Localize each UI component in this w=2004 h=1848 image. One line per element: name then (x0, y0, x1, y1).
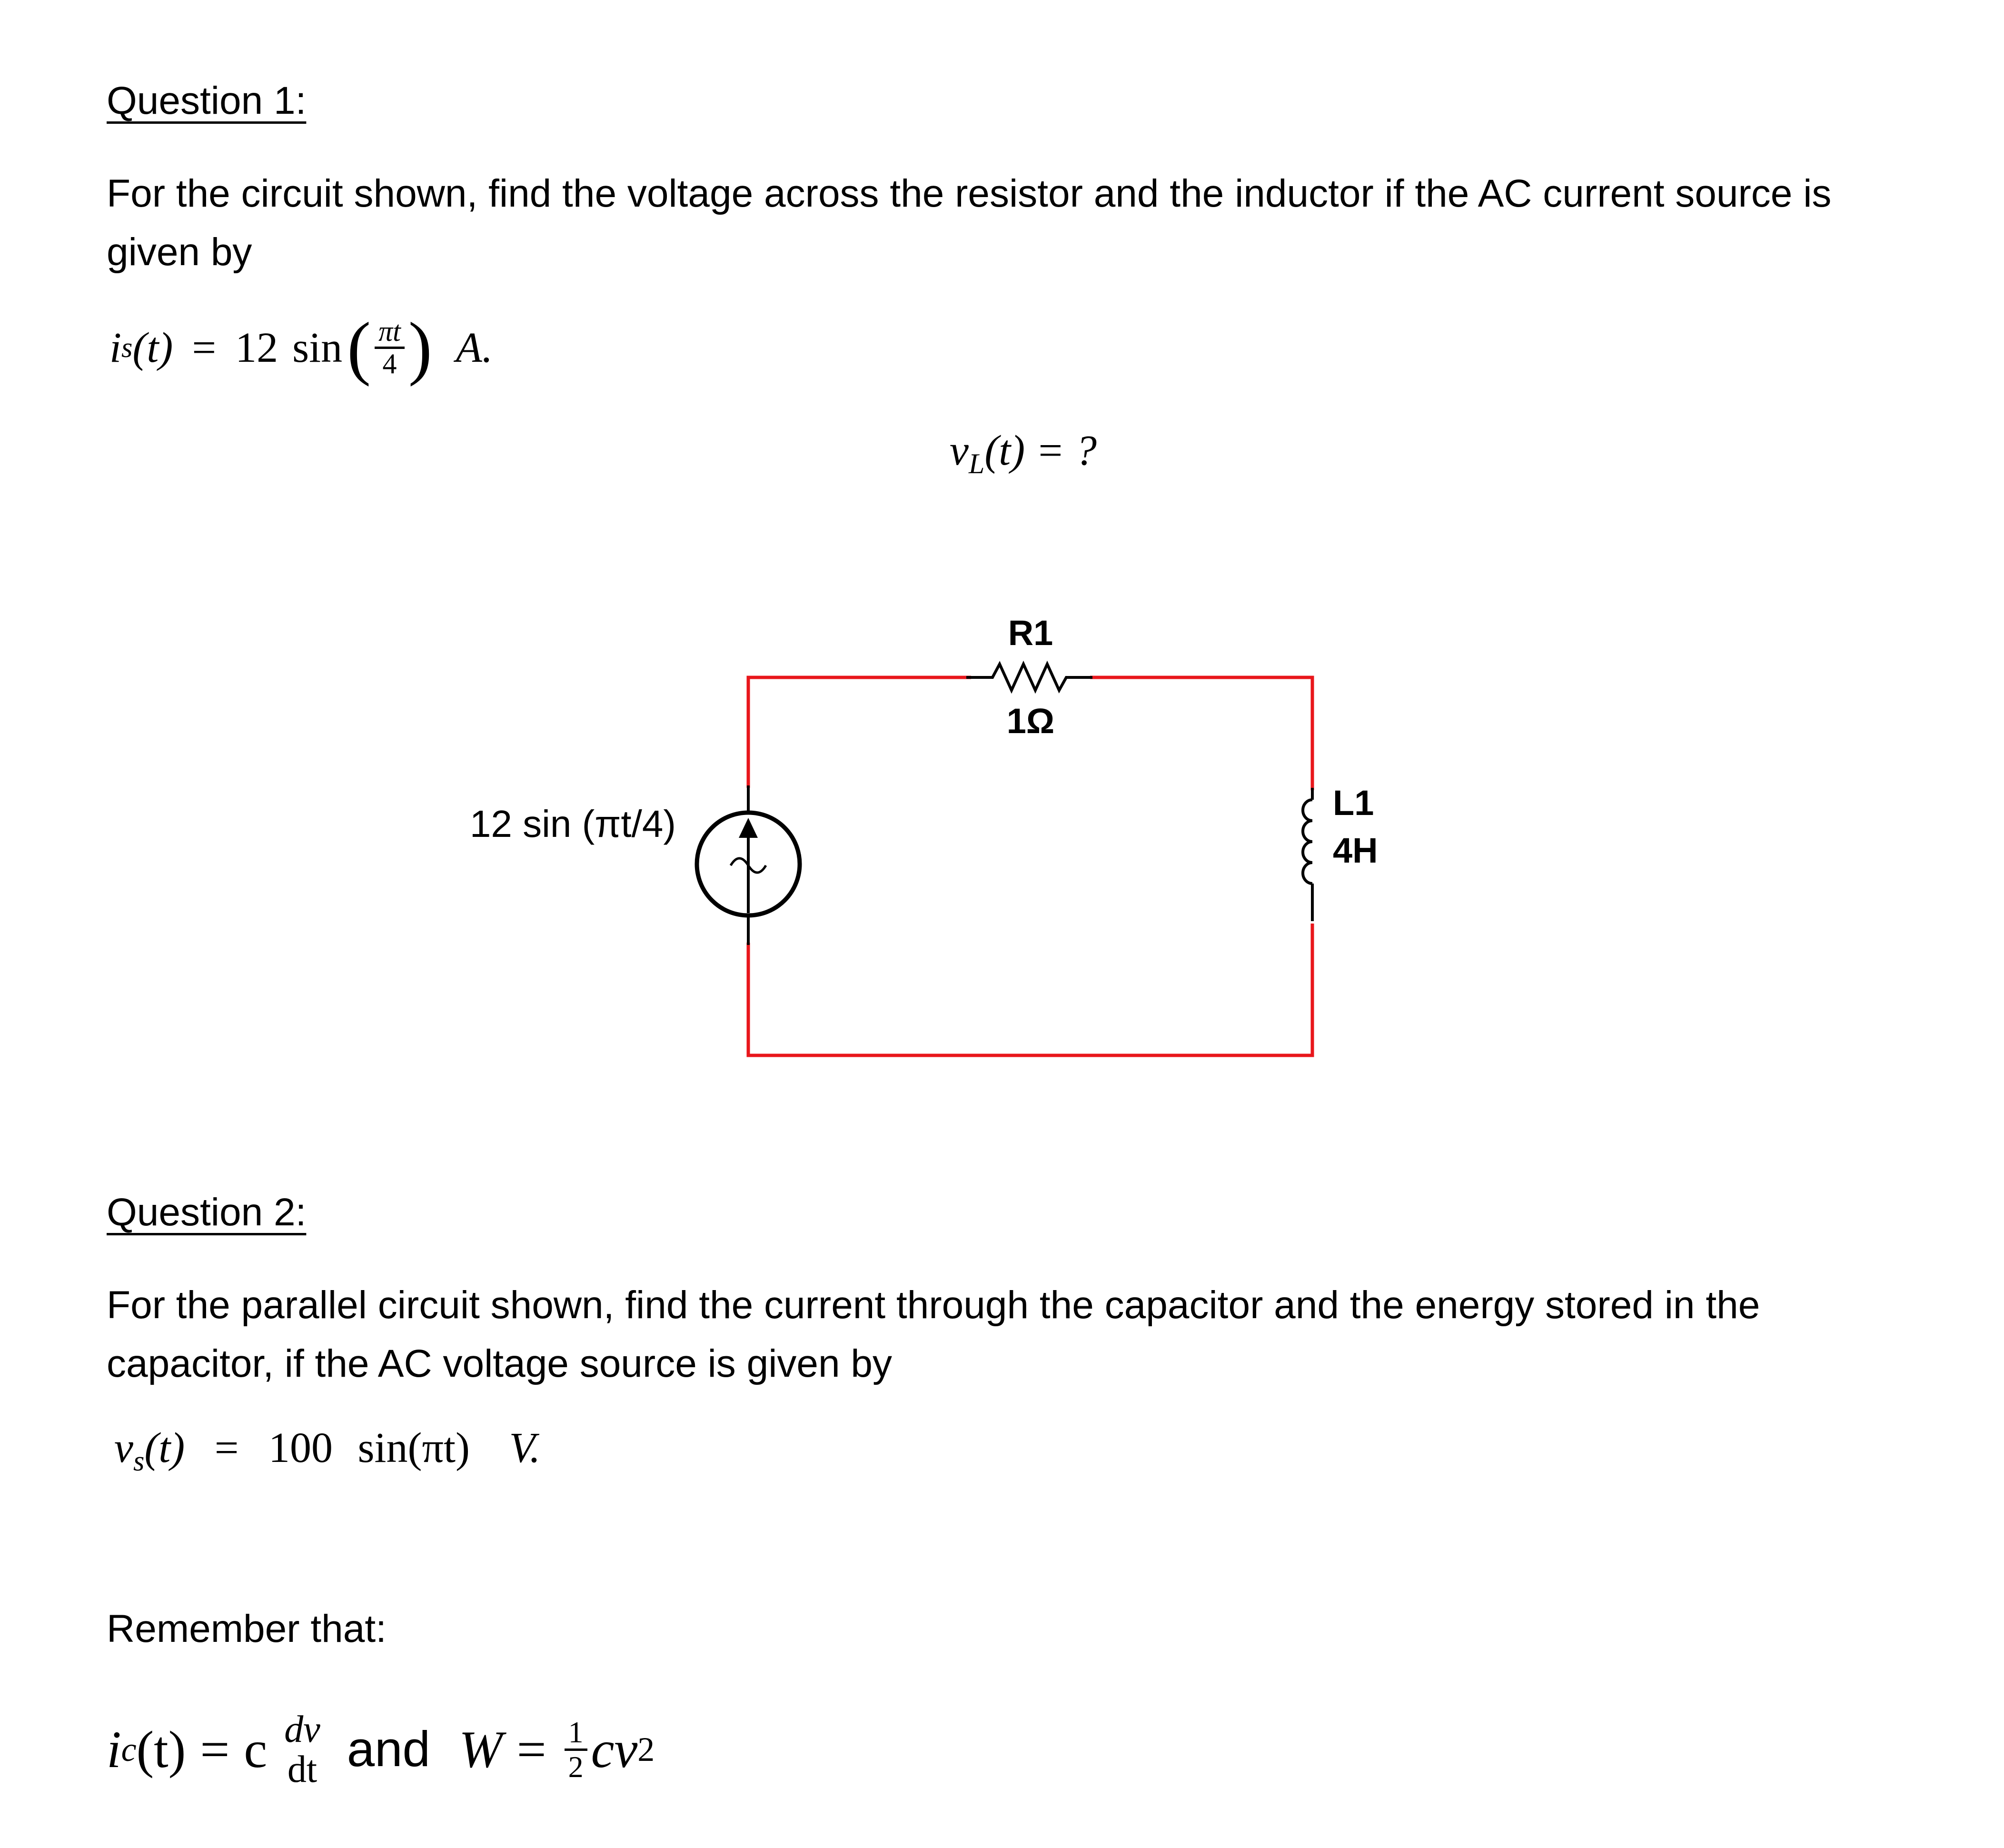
question-1-heading: Question 1: (107, 79, 307, 122)
eq1-unit: A. (456, 324, 493, 371)
resistor-name: R1 (1008, 613, 1053, 653)
inductor-l1 (1301, 788, 1314, 921)
wire-top-right (1090, 676, 1314, 790)
resistor-r1 (966, 660, 1092, 694)
ic-sub: c (121, 1730, 137, 1769)
eq1-sub: s (121, 331, 133, 363)
vl-var: v (950, 427, 969, 474)
eq2-sub: s (133, 1445, 145, 1477)
remember-label: Remember that: (107, 1607, 387, 1650)
w-equals: = (516, 1720, 546, 1778)
eq1-fraction: πt 4 (375, 316, 405, 379)
eq1-open-paren: ( (347, 308, 371, 387)
resistor-value: 1Ω (1007, 701, 1055, 741)
question-2-equation: vs(t) = 100 sin(πt) V. (114, 1423, 540, 1478)
inductor-name: L1 (1333, 783, 1374, 823)
wire-bottom (746, 924, 1314, 1057)
eq1-func: sin (292, 324, 343, 371)
question-1-text: For the circuit shown, find the voltage … (107, 172, 1832, 274)
eq1-close-paren: ) (408, 308, 432, 387)
ic-var: i (107, 1720, 121, 1778)
eq2-equals: = (214, 1424, 239, 1471)
exponent: 2 (637, 1730, 655, 1769)
ic-equals: = (200, 1720, 230, 1778)
vl-label: vL(t) = ? (950, 426, 1097, 480)
dv-numerator: dv (284, 1709, 320, 1750)
dt-denominator: dt (287, 1749, 317, 1790)
wire-top-left (746, 676, 971, 788)
w-var: W (458, 1720, 503, 1778)
eq1-frac-den: 4 (382, 348, 397, 379)
question-2-text: For the parallel circuit shown, find the… (107, 1283, 1760, 1385)
vl-sub: L (968, 448, 985, 479)
inductor-value: 4H (1333, 831, 1378, 870)
eq1-var: i (109, 324, 122, 371)
eq2-arg: (t) (144, 1424, 185, 1471)
eq1-coef: 12 (235, 324, 278, 371)
c-symbol: c (244, 1720, 268, 1778)
eq1-frac-num: πt (375, 316, 405, 349)
vl-rest: (t) = ? (984, 427, 1097, 474)
ac-current-source (694, 785, 802, 945)
and-word: and (347, 1721, 430, 1777)
dv-dt-fraction: dv dt (280, 1709, 324, 1789)
eq2-var: v (114, 1424, 133, 1471)
eq2-func: sin(πt) (357, 1424, 470, 1471)
source-label: 12 sin (πt/4) (470, 803, 676, 845)
eq2-coef: 100 (268, 1424, 333, 1471)
ic-arg: (t) (136, 1720, 186, 1778)
eq1-equals: = (192, 324, 217, 371)
half-den: 2 (568, 1749, 584, 1784)
eq1-arg: (t) (132, 324, 173, 371)
cv-term: cv (591, 1720, 638, 1778)
question-2-heading: Question 2: (107, 1191, 307, 1234)
half-fraction: 1 2 (564, 1716, 587, 1784)
half-num: 1 (564, 1716, 587, 1751)
eq2-unit: V. (509, 1424, 541, 1471)
circuit-wires (746, 676, 1314, 1057)
